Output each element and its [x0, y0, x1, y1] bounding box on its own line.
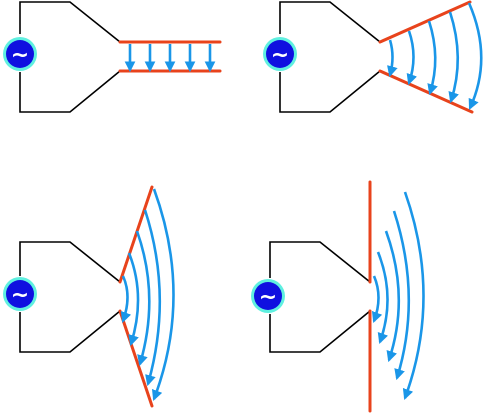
feed-outline: [19, 241, 121, 353]
wave-arrow: [120, 275, 132, 324]
wave-arrow: [448, 11, 460, 104]
plate-upper: [118, 185, 154, 284]
source-icon: ~: [3, 277, 37, 311]
wave-arrow: [406, 30, 418, 86]
plate-lower: [118, 309, 154, 408]
source-icon: ~: [251, 279, 285, 313]
wave-arrow: [392, 210, 411, 381]
wave-arrow: [135, 230, 151, 367]
source-icon: ~: [3, 37, 37, 71]
wave-arrow: [151, 188, 175, 402]
feed-outline: [269, 241, 371, 353]
wave-arrow: [143, 209, 162, 387]
wave-arrow: [384, 230, 401, 363]
wave-arrows: [371, 191, 425, 401]
source-icon: ~: [263, 37, 297, 71]
panel-flat-plane: ~: [251, 180, 425, 413]
panel-horn-flare: ~: [263, 0, 483, 114]
wave-arrows: [124, 44, 216, 73]
wave-arrows: [120, 188, 175, 402]
wave-arrow: [402, 191, 425, 401]
source-symbol: ~: [271, 43, 289, 68]
wave-arrow: [371, 275, 383, 324]
wave-arrow: [467, 2, 483, 110]
source-symbol: ~: [259, 285, 277, 310]
feed-outline: [19, 1, 121, 113]
panel-parallel-plates: ~: [3, 1, 222, 113]
wave-arrow: [376, 251, 389, 345]
wave-arrow: [427, 20, 438, 96]
feed-outline: [279, 1, 381, 113]
wave-arrows: [387, 2, 483, 110]
plate-lower: [378, 69, 474, 114]
plate-upper: [378, 0, 472, 44]
wave-arrow: [387, 39, 398, 78]
source-symbol: ~: [11, 283, 29, 308]
wave-arrow: [127, 252, 140, 347]
panel-wide-horn-flare: ~: [3, 185, 175, 408]
source-symbol: ~: [11, 43, 29, 68]
